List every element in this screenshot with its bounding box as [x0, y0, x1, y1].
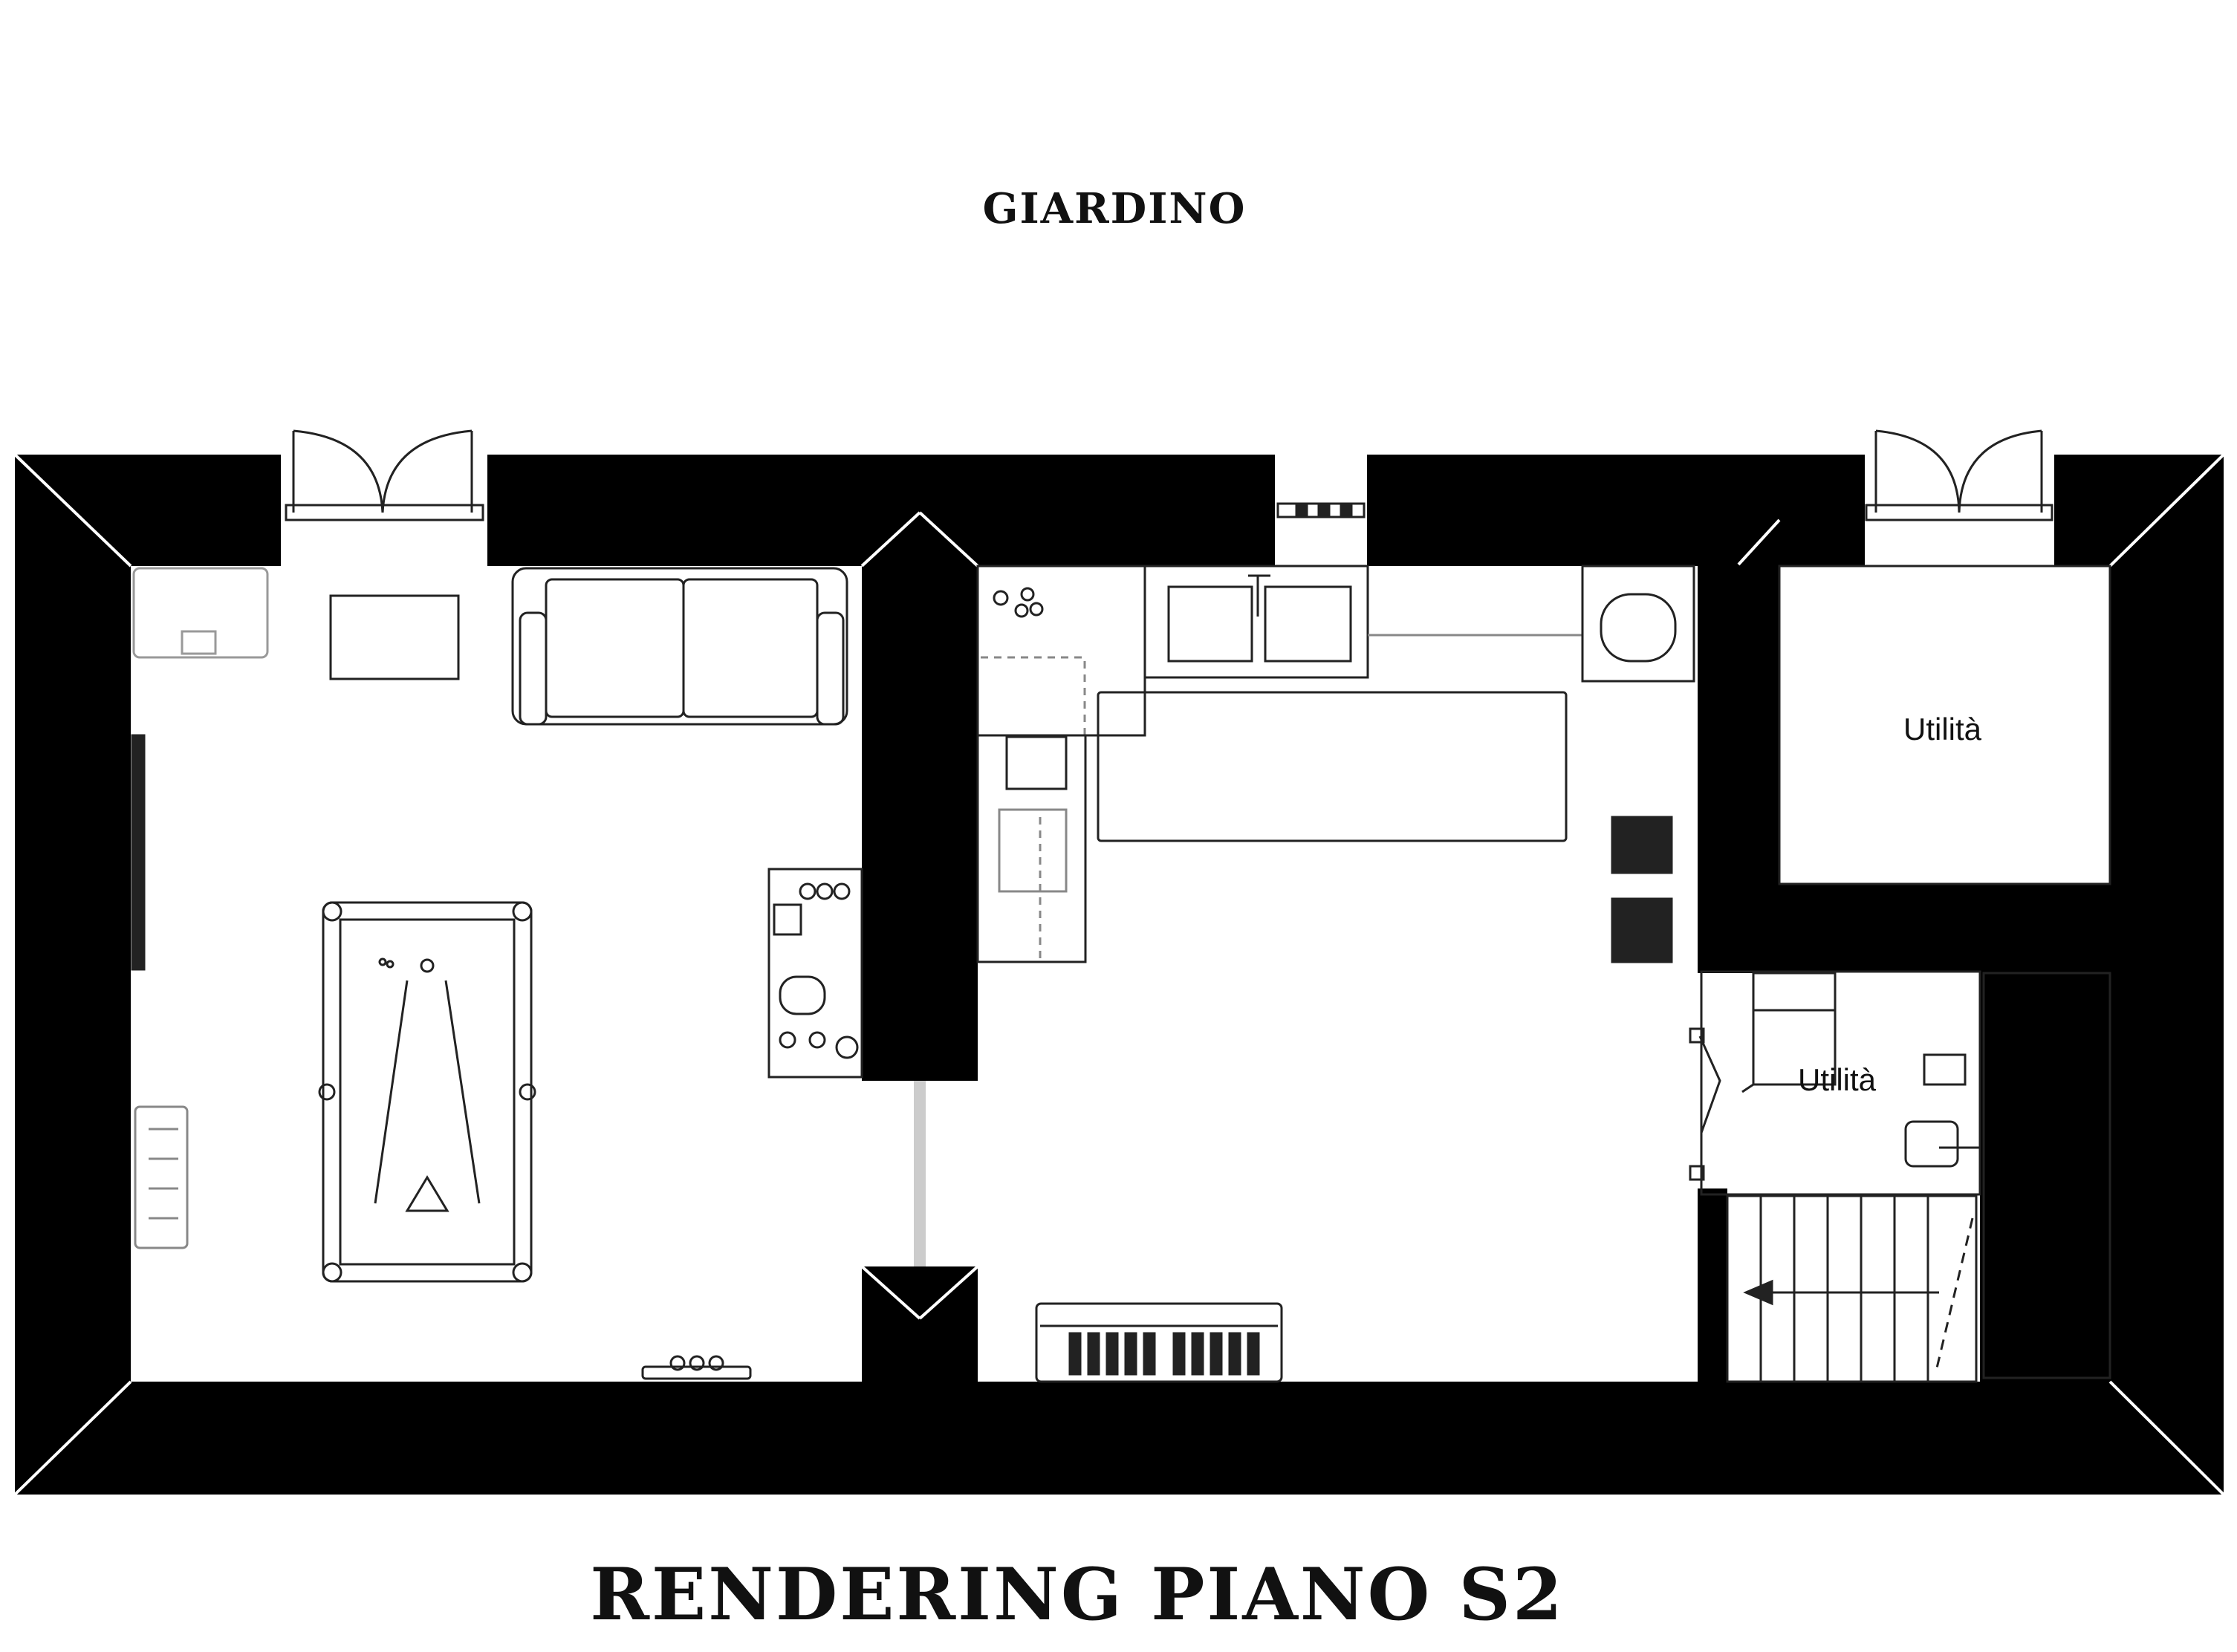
room-label-utility-top: Utilità [1903, 712, 1982, 747]
wall-utility-bottom [1698, 1188, 1727, 1382]
room-utility-bottom [1700, 970, 1981, 1196]
french-door-left [285, 429, 484, 521]
door-swing-icon [1698, 1035, 1721, 1134]
room-label-utility-bottom: Utilità [1798, 1062, 1877, 1097]
french-door-right [1865, 429, 2053, 521]
wine-rack-icon [1035, 1302, 1283, 1383]
floor-lamp-icon [641, 1355, 752, 1380]
cabinet-bottom-icon [976, 734, 1087, 963]
walls [15, 455, 2224, 1495]
wall-top-center-right [1367, 455, 1865, 566]
wall-chamfers [13, 453, 2225, 1496]
toilet-icon [1904, 1120, 1959, 1168]
right-section-furniture [1689, 972, 1980, 1383]
window-center [1275, 455, 1367, 566]
tv-icon [131, 734, 146, 971]
wall-right [2110, 455, 2224, 1495]
room-utility-top [1778, 565, 2111, 885]
shelving-icon [1752, 972, 1837, 1086]
armchair-icon [132, 567, 269, 659]
wall-middle-lower [862, 1266, 978, 1415]
plan-title: RENDERING PIANO S2 [590, 1552, 1565, 1636]
sofa-icon [511, 567, 848, 726]
room-outlines [1700, 565, 2111, 1379]
doorway-partition [914, 1081, 926, 1266]
music-stand-icon [134, 1105, 189, 1249]
kitchen-counter-icon [1143, 565, 1369, 679]
sink-icon [1167, 585, 1253, 663]
kitchen-island-icon [1097, 691, 1568, 842]
radiator-icon [1611, 816, 1673, 963]
pool-table-icon [318, 901, 536, 1283]
left-room-furniture [131, 567, 863, 1380]
center-room-furniture [976, 565, 1695, 1383]
wash-basin-icon [1923, 1053, 1967, 1086]
staircase-icon [1726, 1194, 1978, 1383]
wall-right-inner [1980, 884, 2110, 1382]
garden-label: GIARDINO [982, 184, 1247, 233]
wall-bottom [15, 1382, 2224, 1495]
wall-middle-upper [862, 520, 978, 1081]
wall-left [15, 455, 131, 1495]
stove-icon [1581, 565, 1695, 683]
side-table-icon [329, 594, 460, 680]
bar-counter-icon [767, 868, 863, 1079]
closet-right [1982, 972, 2111, 1379]
